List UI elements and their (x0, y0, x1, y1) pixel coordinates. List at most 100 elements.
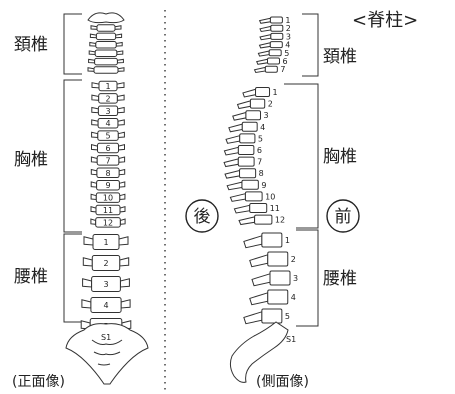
side-thoracic-vertebra-4-body (242, 122, 257, 131)
side-thoracic-vertebra-4: 4 (229, 122, 265, 132)
front-cervical-vertebra-4-right-process (116, 43, 122, 47)
side-thoracic-vertebra-2: 2 (238, 99, 273, 109)
side-cervical-vertebra-4-body (270, 42, 282, 48)
front-thoracic-vertebra-8-number: 8 (105, 169, 110, 178)
side-thoracic-vertebra-1-body (256, 88, 270, 97)
front-thoracic-vertebra-9-left-process (91, 182, 96, 187)
side-thoracic-vertebra-6-number: 6 (257, 146, 262, 155)
side-lumbar-vertebra-2-number: 2 (291, 255, 296, 264)
side-lumbar-vertebra-1-number: 1 (285, 236, 290, 245)
side-view-caption: (側面像) (256, 374, 309, 390)
front-thoracic-vertebra-2-right-process (117, 95, 124, 100)
front-thoracic-vertebra-8-left-process (91, 169, 97, 174)
side-thoracic-vertebra-12-spinous-process (239, 217, 255, 225)
side-cervical-vertebra-7: 7 (255, 65, 286, 74)
front-thoracic-vertebra-9-number: 9 (105, 181, 110, 190)
front-cervical-vertebra-7-body (94, 67, 118, 74)
side-thoracic-vertebra-6: 6 (224, 146, 262, 156)
front-thoracic-vertebra-6-right-process (119, 145, 125, 150)
side-thoracic-bracket (284, 84, 318, 228)
front-thoracic-vertebra-2-left-process (92, 95, 99, 100)
side-lumbar-vertebra-3-body (270, 271, 290, 285)
side-thoracic-vertebra-9-number: 9 (261, 181, 266, 190)
side-lumbar-label: 腰椎 (323, 269, 357, 289)
side-view: 頚椎 胸椎 腰椎 123456712345678910111212345 S1 … (186, 14, 359, 390)
front-thoracic-vertebra-5: 5 (92, 131, 125, 141)
front-thoracic-vertebra-4-right-process (118, 120, 124, 125)
front-direction-label: 前 (335, 207, 352, 227)
front-thoracic-vertebra-12-right-process (120, 219, 125, 224)
front-thoracic-vertebra-12-number: 12 (103, 218, 113, 227)
side-cervical-vertebra-3-spinous-process (260, 35, 271, 40)
front-lumbar-vertebra-2-left-process (83, 258, 92, 266)
side-thoracic-vertebra-8-number: 8 (259, 169, 264, 178)
front-thoracic-vertebra-8: 8 (91, 168, 124, 178)
front-lumbar-vertebra-3-number: 3 (103, 280, 108, 289)
side-thoracic-vertebra-1-spinous-process (243, 89, 256, 97)
side-thoracic-vertebra-11-number: 11 (270, 204, 280, 213)
side-thoracic-vertebra-7-number: 7 (257, 158, 262, 167)
front-view-caption: (正面像) (12, 374, 65, 390)
side-cervical-vertebra-6-body (268, 58, 280, 64)
side-thoracic-vertebra-2-number: 2 (268, 100, 273, 109)
side-thoracic-vertebra-6-spinous-process (224, 147, 238, 155)
side-cervical-bracket (302, 14, 318, 76)
front-thoracic-vertebra-10-right-process (120, 194, 125, 199)
front-cervical-vertebra-4-left-process (90, 43, 96, 47)
side-lumbar-vertebra-4-number: 4 (291, 293, 296, 302)
side-lumbar-vertebra-2: 2 (250, 252, 296, 267)
front-cervical-vertebra-4-body (96, 42, 116, 49)
front-thoracic-vertebra-1-number: 1 (105, 82, 110, 91)
front-thoracic-vertebra-4: 4 (92, 118, 125, 128)
side-cervical-vertebra-1-spinous-process (260, 18, 271, 23)
diagram-title: <脊柱> (352, 10, 418, 31)
front-cervical-vertebra-6 (89, 58, 124, 65)
front-cervical-vertebrae (88, 25, 124, 74)
front-cervical-vertebra-6-body (95, 58, 118, 65)
side-thoracic-vertebra-3: 3 (233, 111, 269, 121)
front-cervical-vertebra-4 (90, 42, 122, 49)
side-lumbar-vertebra-1-spinous-process (244, 236, 262, 248)
side-thoracic-vertebra-12: 12 (239, 215, 285, 225)
side-thoracic-vertebra-11-spinous-process (234, 205, 249, 213)
side-thoracic-vertebra-4-number: 4 (260, 123, 265, 132)
side-sacrum-label: S1 (286, 335, 296, 344)
side-thoracic-vertebra-1-number: 1 (273, 88, 278, 97)
front-cervical-vertebra-7-right-process (118, 68, 124, 72)
front-thoracic-vertebra-6: 6 (92, 143, 125, 153)
front-cervical-vertebra-5-body (95, 50, 117, 57)
front-thoracic-vertebra-3-right-process (118, 107, 125, 112)
side-thoracic-vertebra-9-body (242, 180, 258, 189)
front-thoracic-vertebra-7-left-process (91, 157, 97, 162)
side-thoracic-vertebra-5-spinous-process (226, 136, 240, 144)
front-lumbar-vertebra-2: 2 (83, 256, 128, 271)
front-lumbar-vertebra-3-left-process (83, 279, 92, 287)
side-cervical-vertebra-3-body (271, 33, 283, 39)
front-thoracic-vertebra-2-number: 2 (105, 94, 110, 103)
front-cervical-vertebra-2-right-process (115, 26, 121, 30)
side-thoracic-label: 胸椎 (323, 147, 357, 167)
front-thoracic-vertebra-6-left-process (92, 145, 98, 150)
front-lumbar-vertebra-2-right-process (120, 258, 129, 266)
front-thoracic-vertebra-3-number: 3 (105, 107, 110, 116)
front-cervical-vertebra-5 (89, 50, 123, 57)
front-cervical-vertebra-2-body (97, 25, 115, 32)
front-thoracic-vertebra-7-right-process (119, 157, 125, 162)
side-thoracic-vertebra-3-body (246, 111, 261, 120)
side-thoracic-vertebra-10-body (245, 192, 262, 201)
front-lumbar-vertebra-4: 4 (82, 298, 130, 313)
front-lumbar-vertebra-4-number: 4 (103, 301, 108, 310)
side-lumbar-vertebra-2-body (268, 252, 288, 266)
front-thoracic-vertebra-7: 7 (91, 156, 124, 166)
side-thoracic-vertebra-5-number: 5 (258, 134, 263, 143)
front-thoracic-vertebra-9-right-process (119, 182, 124, 187)
side-thoracic-vertebra-7-body (238, 157, 254, 166)
side-cervical-vertebra-4-spinous-process (260, 43, 271, 48)
front-cervical-vertebra-3 (90, 33, 121, 40)
side-thoracic-vertebra-6-body (238, 146, 254, 155)
side-thoracic-vertebra-2-spinous-process (238, 101, 251, 109)
side-thoracic-vertebra-7: 7 (224, 157, 262, 167)
front-cervical-vertebra-2 (91, 25, 121, 32)
front-thoracic-vertebra-4-left-process (92, 120, 98, 125)
